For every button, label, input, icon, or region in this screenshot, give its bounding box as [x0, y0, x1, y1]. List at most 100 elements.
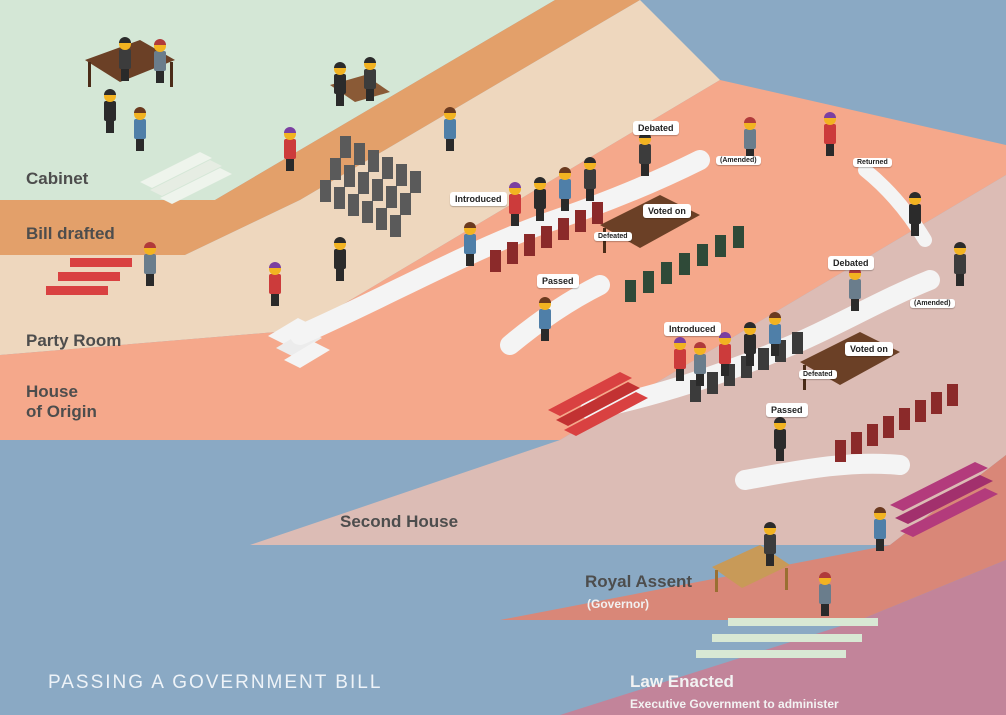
bubble-defeated-second: Defeated	[799, 370, 837, 379]
chamber-seat	[575, 210, 586, 232]
cabinet-steps	[140, 152, 232, 204]
person-figure	[334, 62, 346, 106]
law-enacted-steps	[696, 618, 878, 658]
chamber-seat	[524, 234, 535, 256]
house-of-origin-band	[0, 80, 1006, 440]
chamber-seat	[344, 165, 355, 187]
person-figure	[694, 342, 706, 386]
person-figure	[134, 107, 146, 151]
chamber-seat	[867, 424, 878, 446]
chamber-seat	[625, 280, 636, 302]
chamber-seat	[334, 187, 345, 209]
bill-drafted-steps	[46, 258, 132, 295]
chamber-seats	[320, 136, 958, 462]
person-figure	[744, 322, 756, 366]
person-figure	[874, 507, 886, 551]
person-figure	[744, 117, 756, 161]
chamber-seat	[733, 226, 744, 248]
person-figure	[284, 127, 296, 171]
chamber-seat	[368, 150, 379, 172]
chamber-seat	[947, 384, 958, 406]
bubble-passed-origin: Passed	[537, 274, 579, 288]
chamber-seat	[758, 348, 769, 370]
person-figure	[334, 237, 346, 281]
person-figure	[719, 332, 731, 376]
chamber-seat	[372, 179, 383, 201]
chamber-seat	[592, 202, 603, 224]
person-figure	[774, 417, 786, 461]
stage-label-second-house: Second House	[340, 512, 459, 531]
chamber-seat	[376, 208, 387, 230]
stage-label-house-of-origin-line2: of Origin	[26, 402, 97, 421]
chamber-seat	[835, 440, 846, 462]
person-figure	[769, 312, 781, 356]
chamber-seat	[724, 364, 735, 386]
person-figure	[269, 262, 281, 306]
person-figure	[144, 242, 156, 286]
flow-arrow-origin-passed	[500, 275, 610, 355]
bubble-defeated-origin: Defeated	[594, 232, 632, 241]
origin-red-stairs	[548, 372, 648, 436]
chamber-seat	[792, 332, 803, 354]
person-figure	[764, 522, 776, 566]
page-title: PASSING A GOVERNMENT BILL	[48, 672, 383, 693]
person-figure	[534, 177, 546, 221]
person-figure	[104, 89, 116, 133]
chamber-seat	[354, 143, 365, 165]
second-house-stairs	[890, 462, 998, 537]
bubble-voted-on-second: Voted on	[845, 342, 893, 356]
chamber-seat	[396, 164, 407, 186]
chamber-seat	[690, 380, 701, 402]
chamber-seat	[697, 244, 708, 266]
person-figure	[909, 192, 921, 236]
bubble-returned: Returned	[853, 158, 892, 167]
stage-label-party-room: Party Room	[26, 331, 122, 350]
person-figure	[119, 37, 131, 81]
flow-arrow-second-passed	[735, 453, 910, 490]
chamber-seat	[851, 432, 862, 454]
chamber-seat	[400, 193, 411, 215]
chamber-seat	[915, 400, 926, 422]
chamber-seat	[386, 186, 397, 208]
person-figure	[824, 112, 836, 156]
chamber-seat	[507, 242, 518, 264]
chamber-seat	[899, 408, 910, 430]
people-figures	[104, 37, 966, 616]
person-figure	[464, 222, 476, 266]
stage-label-royal-assent: Royal Assent	[585, 572, 693, 591]
chamber-seat	[883, 416, 894, 438]
flow-arrow-returned	[858, 163, 932, 247]
chamber-seat	[390, 215, 401, 237]
chamber-seat	[348, 194, 359, 216]
chamber-seat	[931, 392, 942, 414]
chamber-seat	[362, 201, 373, 223]
person-figure	[954, 242, 966, 286]
bubble-debated-second: Debated	[828, 256, 874, 270]
chamber-seat	[643, 271, 654, 293]
bill-drafted-band	[0, 0, 640, 255]
bubble-passed-second: Passed	[766, 403, 808, 417]
bubble-voted-on-origin: Voted on	[643, 204, 691, 218]
person-figure	[509, 182, 521, 226]
chamber-seat	[741, 356, 752, 378]
chamber-seat	[541, 226, 552, 248]
bubble-debated-origin: Debated	[633, 121, 679, 135]
bubble-amended-origin: (Amended)	[716, 156, 761, 165]
chamber-seat	[320, 180, 331, 202]
royal-assent-band	[500, 455, 1006, 620]
chamber-seat	[679, 253, 690, 275]
person-figure	[674, 337, 686, 381]
stage-label-cabinet: Cabinet	[26, 169, 89, 188]
chamber-seat	[775, 340, 786, 362]
bubble-amended-second: (Amended)	[910, 299, 955, 308]
chamber-seat	[340, 136, 351, 158]
person-figure	[559, 167, 571, 211]
stage-label-bill-drafted: Bill drafted	[26, 224, 115, 243]
bubble-introduced-origin: Introduced	[450, 192, 507, 206]
law-enacted-band	[560, 560, 1006, 715]
flow-arrow-party-to-origin	[290, 150, 710, 345]
stage-label-law-enacted: Law Enacted	[630, 672, 734, 691]
chamber-seat	[358, 172, 369, 194]
